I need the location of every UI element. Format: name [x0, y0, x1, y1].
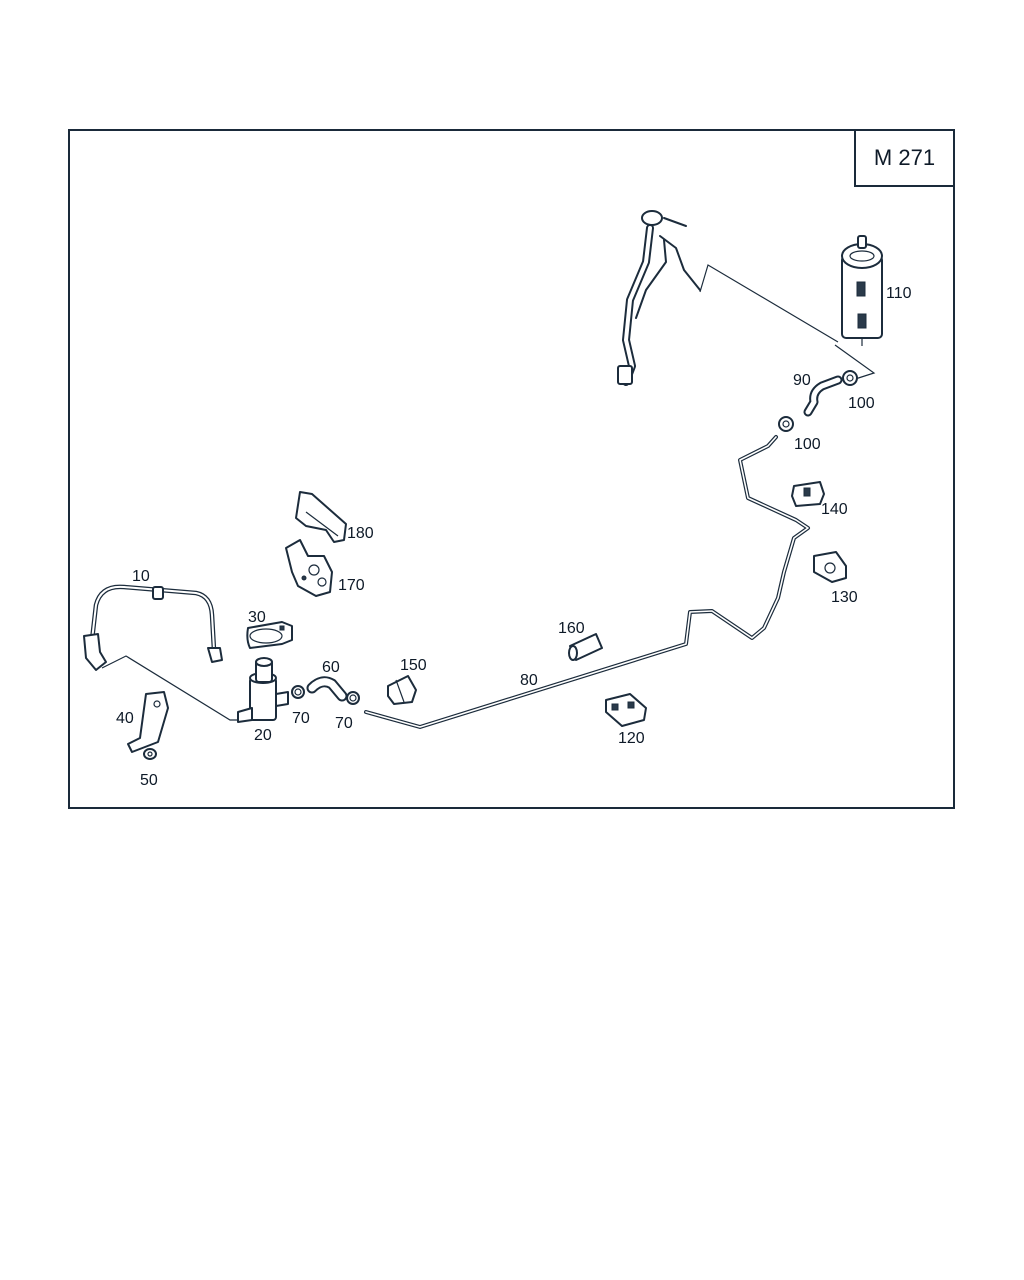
label-140: 140 — [821, 501, 848, 518]
label-50: 50 — [140, 772, 158, 789]
label-150: 150 — [400, 657, 427, 674]
elbow-hose-part-60 — [306, 676, 348, 702]
holder-part-120 — [605, 693, 647, 727]
label-120: 120 — [618, 730, 645, 747]
clip-part-150 — [387, 675, 417, 705]
label-70-b: 70 — [335, 715, 353, 732]
hose-part-10 — [83, 584, 223, 671]
label-170: 170 — [338, 577, 365, 594]
clip-part-70-a — [291, 685, 305, 699]
label-40: 40 — [116, 710, 134, 727]
label-30: 30 — [248, 609, 266, 626]
label-70-a: 70 — [292, 710, 310, 727]
label-10: 10 — [132, 568, 150, 585]
label-180: 180 — [347, 525, 374, 542]
label-90: 90 — [793, 372, 811, 389]
sleeve-part-160 — [568, 633, 603, 661]
label-20: 20 — [254, 727, 272, 744]
clamp-assembly-part-170 — [285, 539, 333, 597]
bracket-part-40 — [127, 691, 169, 753]
label-80: 80 — [520, 672, 538, 689]
diagram-frame: M 271 — [68, 129, 955, 809]
label-100-b: 100 — [794, 436, 821, 453]
nut-part-50 — [143, 748, 157, 760]
valve-part-20 — [237, 657, 289, 723]
label-60: 60 — [322, 659, 340, 676]
canister-part-110 — [841, 235, 883, 346]
clip-part-100-b — [778, 416, 794, 432]
clip-part-140 — [791, 481, 825, 507]
clamp-part-130 — [813, 551, 847, 583]
label-160: 160 — [558, 620, 585, 637]
label-130: 130 — [831, 589, 858, 606]
clip-part-100-a — [842, 370, 858, 386]
line-part-80 — [364, 435, 810, 729]
label-110: 110 — [886, 285, 912, 302]
clip-part-70-b — [346, 691, 360, 705]
filler-neck-assembly — [617, 210, 701, 386]
label-100-a: 100 — [848, 395, 875, 412]
bracket-part-180 — [295, 491, 347, 543]
clamp-part-30 — [246, 621, 293, 649]
hose-part-90 — [803, 375, 843, 417]
model-label: M 271 — [854, 129, 955, 187]
